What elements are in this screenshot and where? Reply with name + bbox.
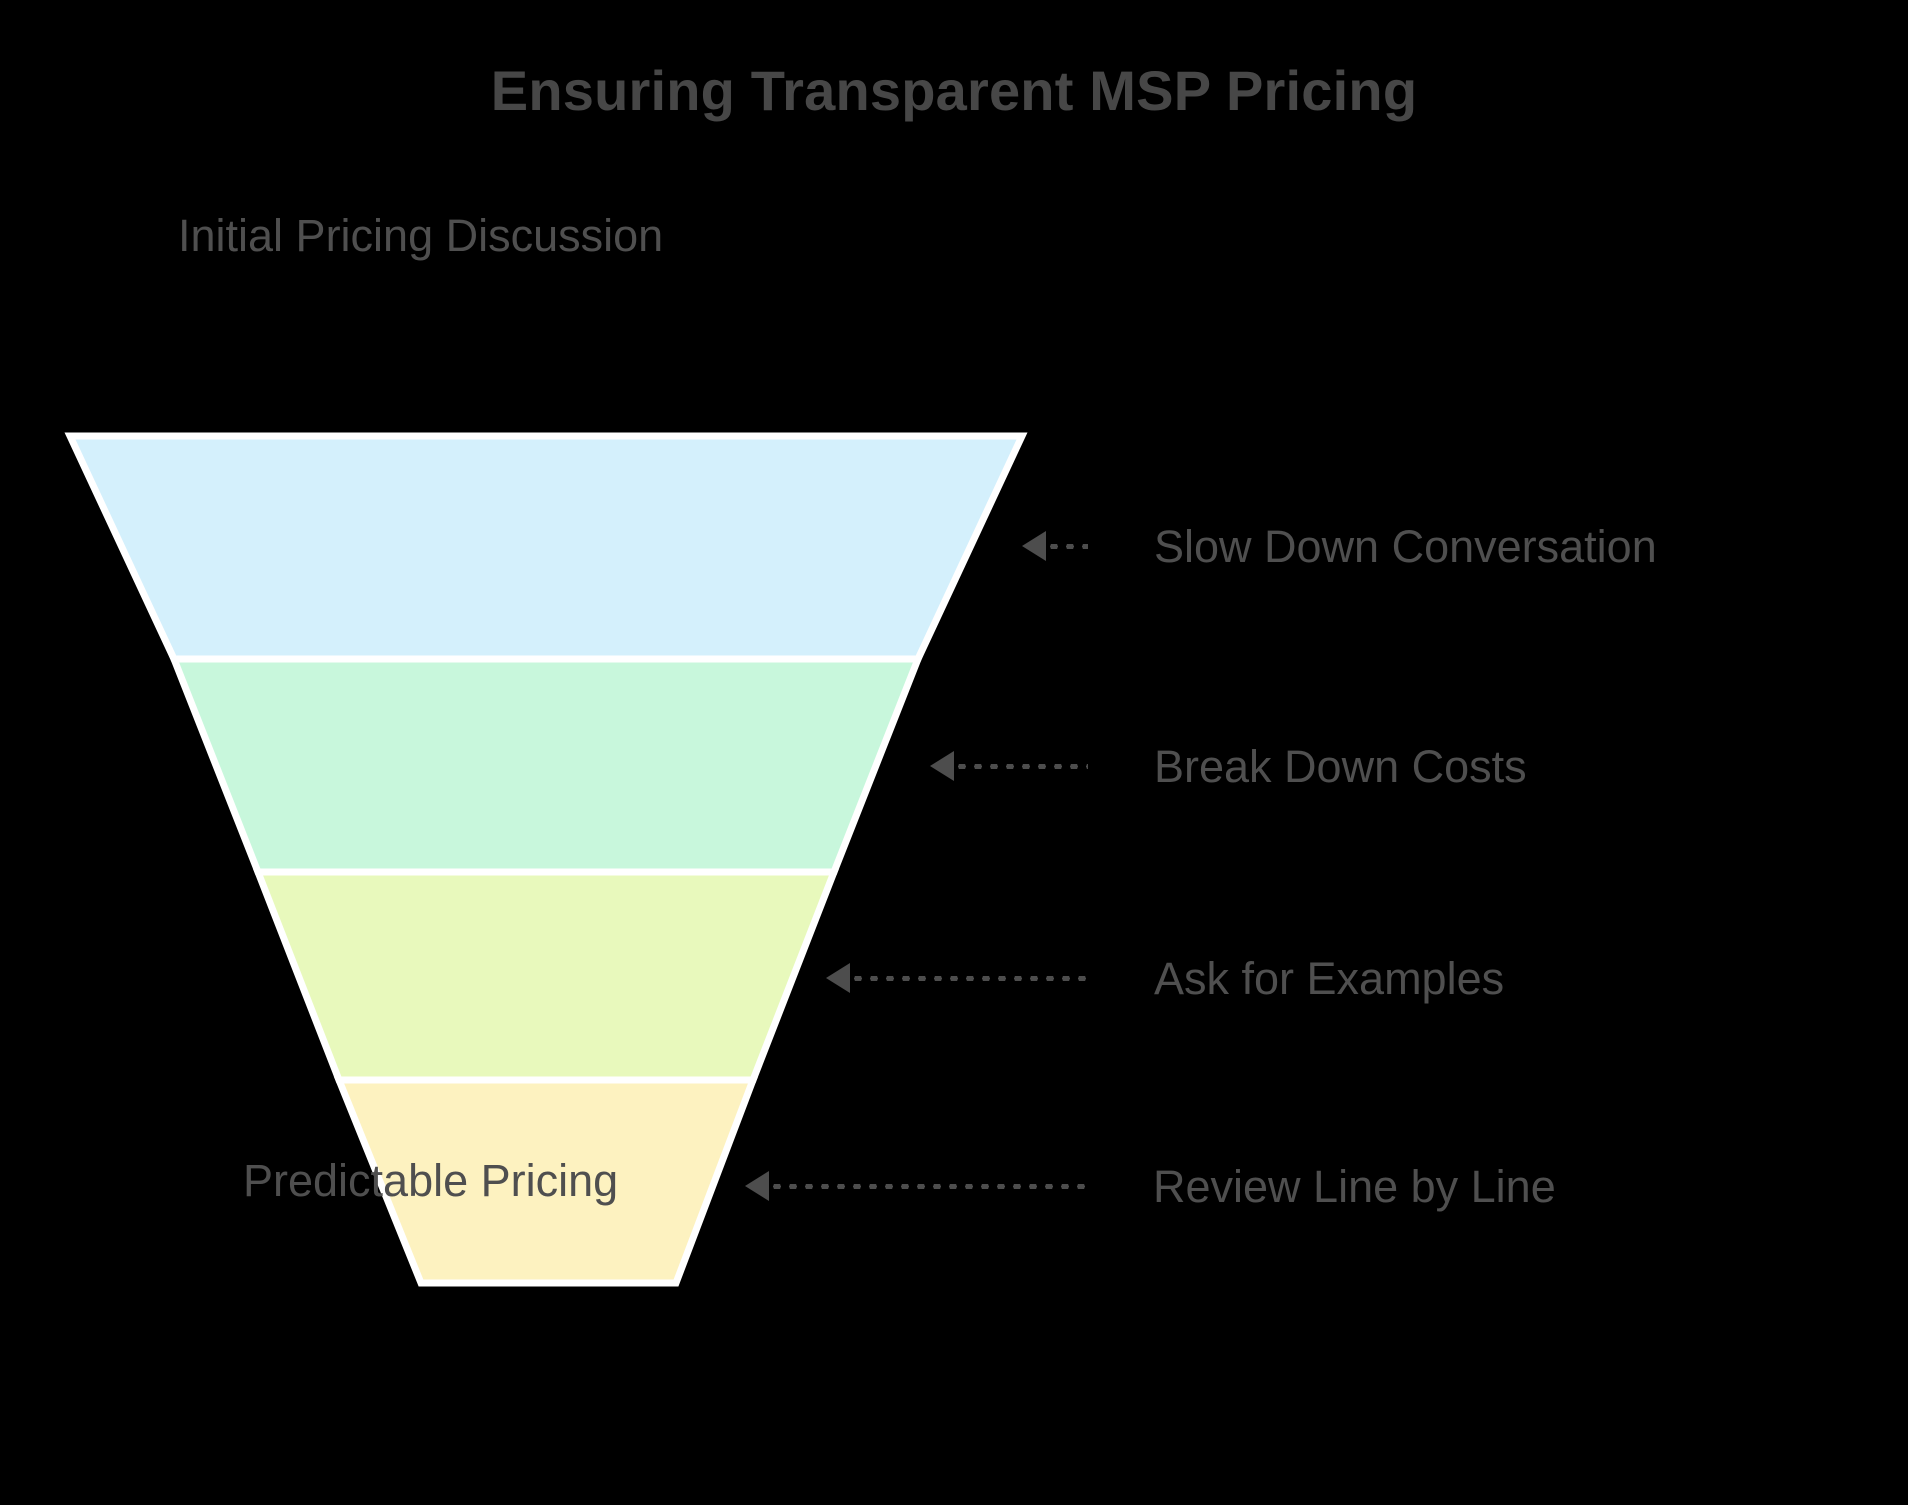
arrow-head-icon: [826, 963, 850, 993]
arrow-dotted-line: [1046, 543, 1088, 549]
funnel-segment-1[interactable]: [64, 432, 1028, 663]
arrow-dotted-line: [769, 1183, 1087, 1189]
arrow-head-icon: [930, 751, 954, 781]
arrow-3: [826, 963, 1088, 993]
funnel-entry-caption: Initial Pricing Discussion: [178, 210, 664, 261]
arrow-4: [745, 1171, 1087, 1201]
arrow-2: [930, 751, 1088, 781]
annotation-row-1[interactable]: Slow Down Conversation: [1022, 516, 1657, 576]
arrow-1: [1022, 531, 1088, 561]
annotation-label-1: Slow Down Conversation: [1154, 520, 1657, 572]
arrow-head-icon: [745, 1171, 769, 1201]
arrow-dotted-line: [850, 975, 1088, 981]
annotation-label-4: Review Line by Line: [1153, 1160, 1556, 1212]
funnel-segment-3[interactable]: [252, 868, 840, 1084]
arrow-head-icon: [1022, 531, 1046, 561]
annotation-row-4[interactable]: Review Line by Line: [745, 1156, 1556, 1216]
annotation-label-2: Break Down Costs: [1154, 740, 1527, 792]
funnel-exit-caption: Predictable Pricing: [243, 1155, 619, 1206]
annotation-row-3[interactable]: Ask for Examples: [826, 948, 1504, 1008]
arrow-dotted-line: [954, 763, 1088, 769]
funnel-segment-2[interactable]: [168, 655, 924, 876]
annotation-label-3: Ask for Examples: [1154, 952, 1505, 1004]
page-title: Ensuring Transparent MSP Pricing: [490, 59, 1418, 122]
annotation-row-2[interactable]: Break Down Costs: [930, 736, 1527, 796]
